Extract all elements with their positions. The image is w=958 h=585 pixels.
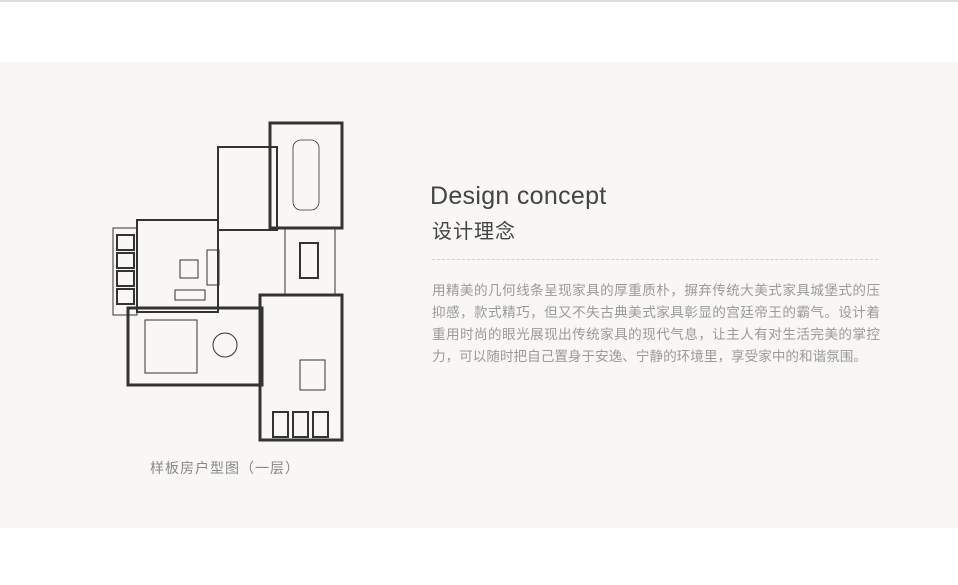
concept-description: 用精美的几何线条呈现家具的厚重质朴，摒弃传统大美式家具城堡式的压抑感，款式精巧，… (432, 283, 880, 365)
section-title-en: Design concept (430, 182, 607, 210)
dashed-divider (432, 259, 878, 260)
floor-plan-caption: 样板房户型图（一层） (150, 461, 300, 477)
floor-plan-image (112, 121, 344, 442)
top-border (0, 0, 958, 2)
content-section (0, 62, 958, 528)
section-title-cn: 设计理念 (432, 219, 516, 243)
